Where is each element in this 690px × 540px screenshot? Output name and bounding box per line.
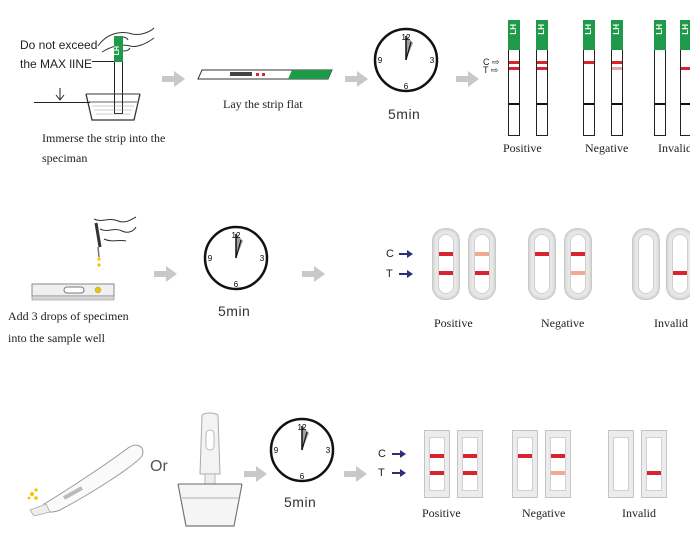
midstream-invalid-2	[641, 430, 667, 498]
cassette-negative-1	[528, 228, 556, 300]
cassette-invalid-1	[632, 228, 660, 300]
c-label: C	[386, 248, 394, 260]
c-pointer-arrow-icon	[392, 450, 406, 458]
clock-6: 6	[300, 472, 305, 481]
result-label-positive: Positive	[434, 316, 473, 330]
device-in-cup-icon	[177, 412, 243, 527]
clock-6: 6	[234, 280, 239, 289]
clock-9: 9	[274, 446, 279, 455]
control-line-label: C ⇨	[483, 57, 500, 67]
max-level-line	[34, 102, 90, 103]
next-arrow-icon	[344, 466, 367, 482]
drops-line-1: Add 3 drops of specimen	[8, 309, 129, 323]
clock-9: 9	[208, 254, 213, 263]
immerse-instruction: Immerse the strip into the speciman	[42, 128, 165, 168]
clock-12: 12	[402, 33, 411, 42]
or-label: Or	[150, 458, 168, 475]
next-arrow-icon	[345, 71, 368, 87]
immerse-line-1: Immerse the strip into the	[42, 131, 166, 145]
clock-12: 12	[232, 231, 241, 240]
clock-3: 3	[326, 446, 331, 455]
result-label-invalid: Invalid	[622, 506, 656, 520]
result-label-positive: Positive	[422, 506, 461, 520]
midstream-positive-2	[457, 430, 483, 498]
t-pointer-arrow-icon	[399, 270, 413, 278]
cassette-invalid-2	[666, 228, 690, 300]
down-arrow-icon	[55, 88, 65, 101]
cassette-positive-2	[468, 228, 496, 300]
midstream-invalid-1	[608, 430, 634, 498]
wait-time: 5min	[388, 106, 421, 122]
result-strip-negative-2: LH	[611, 20, 623, 136]
clock-icon: 12 3 6 9	[269, 417, 335, 483]
midstream-negative-2	[545, 430, 571, 498]
result-label-negative: Negative	[522, 506, 566, 520]
wait-time: 5min	[218, 303, 251, 319]
result-strip-positive-2: LH	[536, 20, 548, 136]
next-arrow-icon	[162, 71, 185, 87]
beaker-icon	[85, 93, 141, 121]
c-label: C	[378, 448, 386, 460]
clock-9: 9	[378, 56, 383, 65]
immerse-line-2: speciman	[42, 151, 88, 165]
cassette-flat-icon	[31, 283, 115, 301]
dipping-strip	[114, 36, 123, 114]
next-arrow-icon	[456, 71, 479, 87]
t-label: T	[378, 467, 385, 479]
clock-icon: 12 3 6 9	[203, 225, 269, 291]
result-strip-negative-1: LH	[583, 20, 595, 136]
drops-instruction: Add 3 drops of specimen into the sample …	[8, 305, 129, 349]
c-pointer-arrow-icon	[399, 250, 413, 258]
flat-strip	[197, 69, 333, 80]
next-arrow-icon	[302, 266, 325, 282]
drops-line-2: into the sample well	[8, 331, 105, 345]
next-arrow-icon	[154, 266, 177, 282]
t-label: T	[483, 65, 489, 75]
result-label-positive: Positive	[503, 141, 542, 155]
result-strip-invalid-1: LH	[654, 20, 666, 136]
midstream-pen-icon	[27, 444, 144, 516]
test-line-label: T ⇨	[483, 65, 499, 75]
clock-3: 3	[260, 254, 265, 263]
warning-line-1: Do not exceed	[20, 38, 98, 52]
result-strip-invalid-2: LH	[680, 20, 690, 136]
wait-time: 5min	[284, 494, 317, 510]
lay-flat-instruction: Lay the strip flat	[223, 97, 303, 111]
clock-3: 3	[430, 56, 435, 65]
cassette-negative-2	[564, 228, 592, 300]
clock-6: 6	[404, 82, 409, 91]
result-label-negative: Negative	[541, 316, 585, 330]
warning-line-2: the MAX lINE	[20, 57, 93, 71]
t-pointer-arrow-icon	[392, 469, 406, 477]
clock-12: 12	[298, 423, 307, 432]
result-label-invalid: Invalid	[658, 141, 690, 155]
dropper-hand-icon	[93, 216, 137, 267]
clock-icon: 12 3 6 9	[373, 27, 439, 93]
result-strip-positive-1: LH	[508, 20, 520, 136]
t-label: T	[386, 268, 393, 280]
strip-brand-label: LH	[114, 46, 121, 56]
c-label: C	[483, 57, 490, 67]
midstream-negative-1	[512, 430, 538, 498]
result-label-invalid: Invalid	[654, 316, 688, 330]
result-label-negative: Negative	[585, 141, 629, 155]
cassette-positive-1	[432, 228, 460, 300]
hand-icon	[97, 27, 155, 53]
max-line-warning: Do not exceed the MAX lINE	[20, 36, 97, 74]
warning-pointer	[92, 61, 114, 62]
next-arrow-icon	[244, 466, 267, 482]
midstream-positive-1	[424, 430, 450, 498]
